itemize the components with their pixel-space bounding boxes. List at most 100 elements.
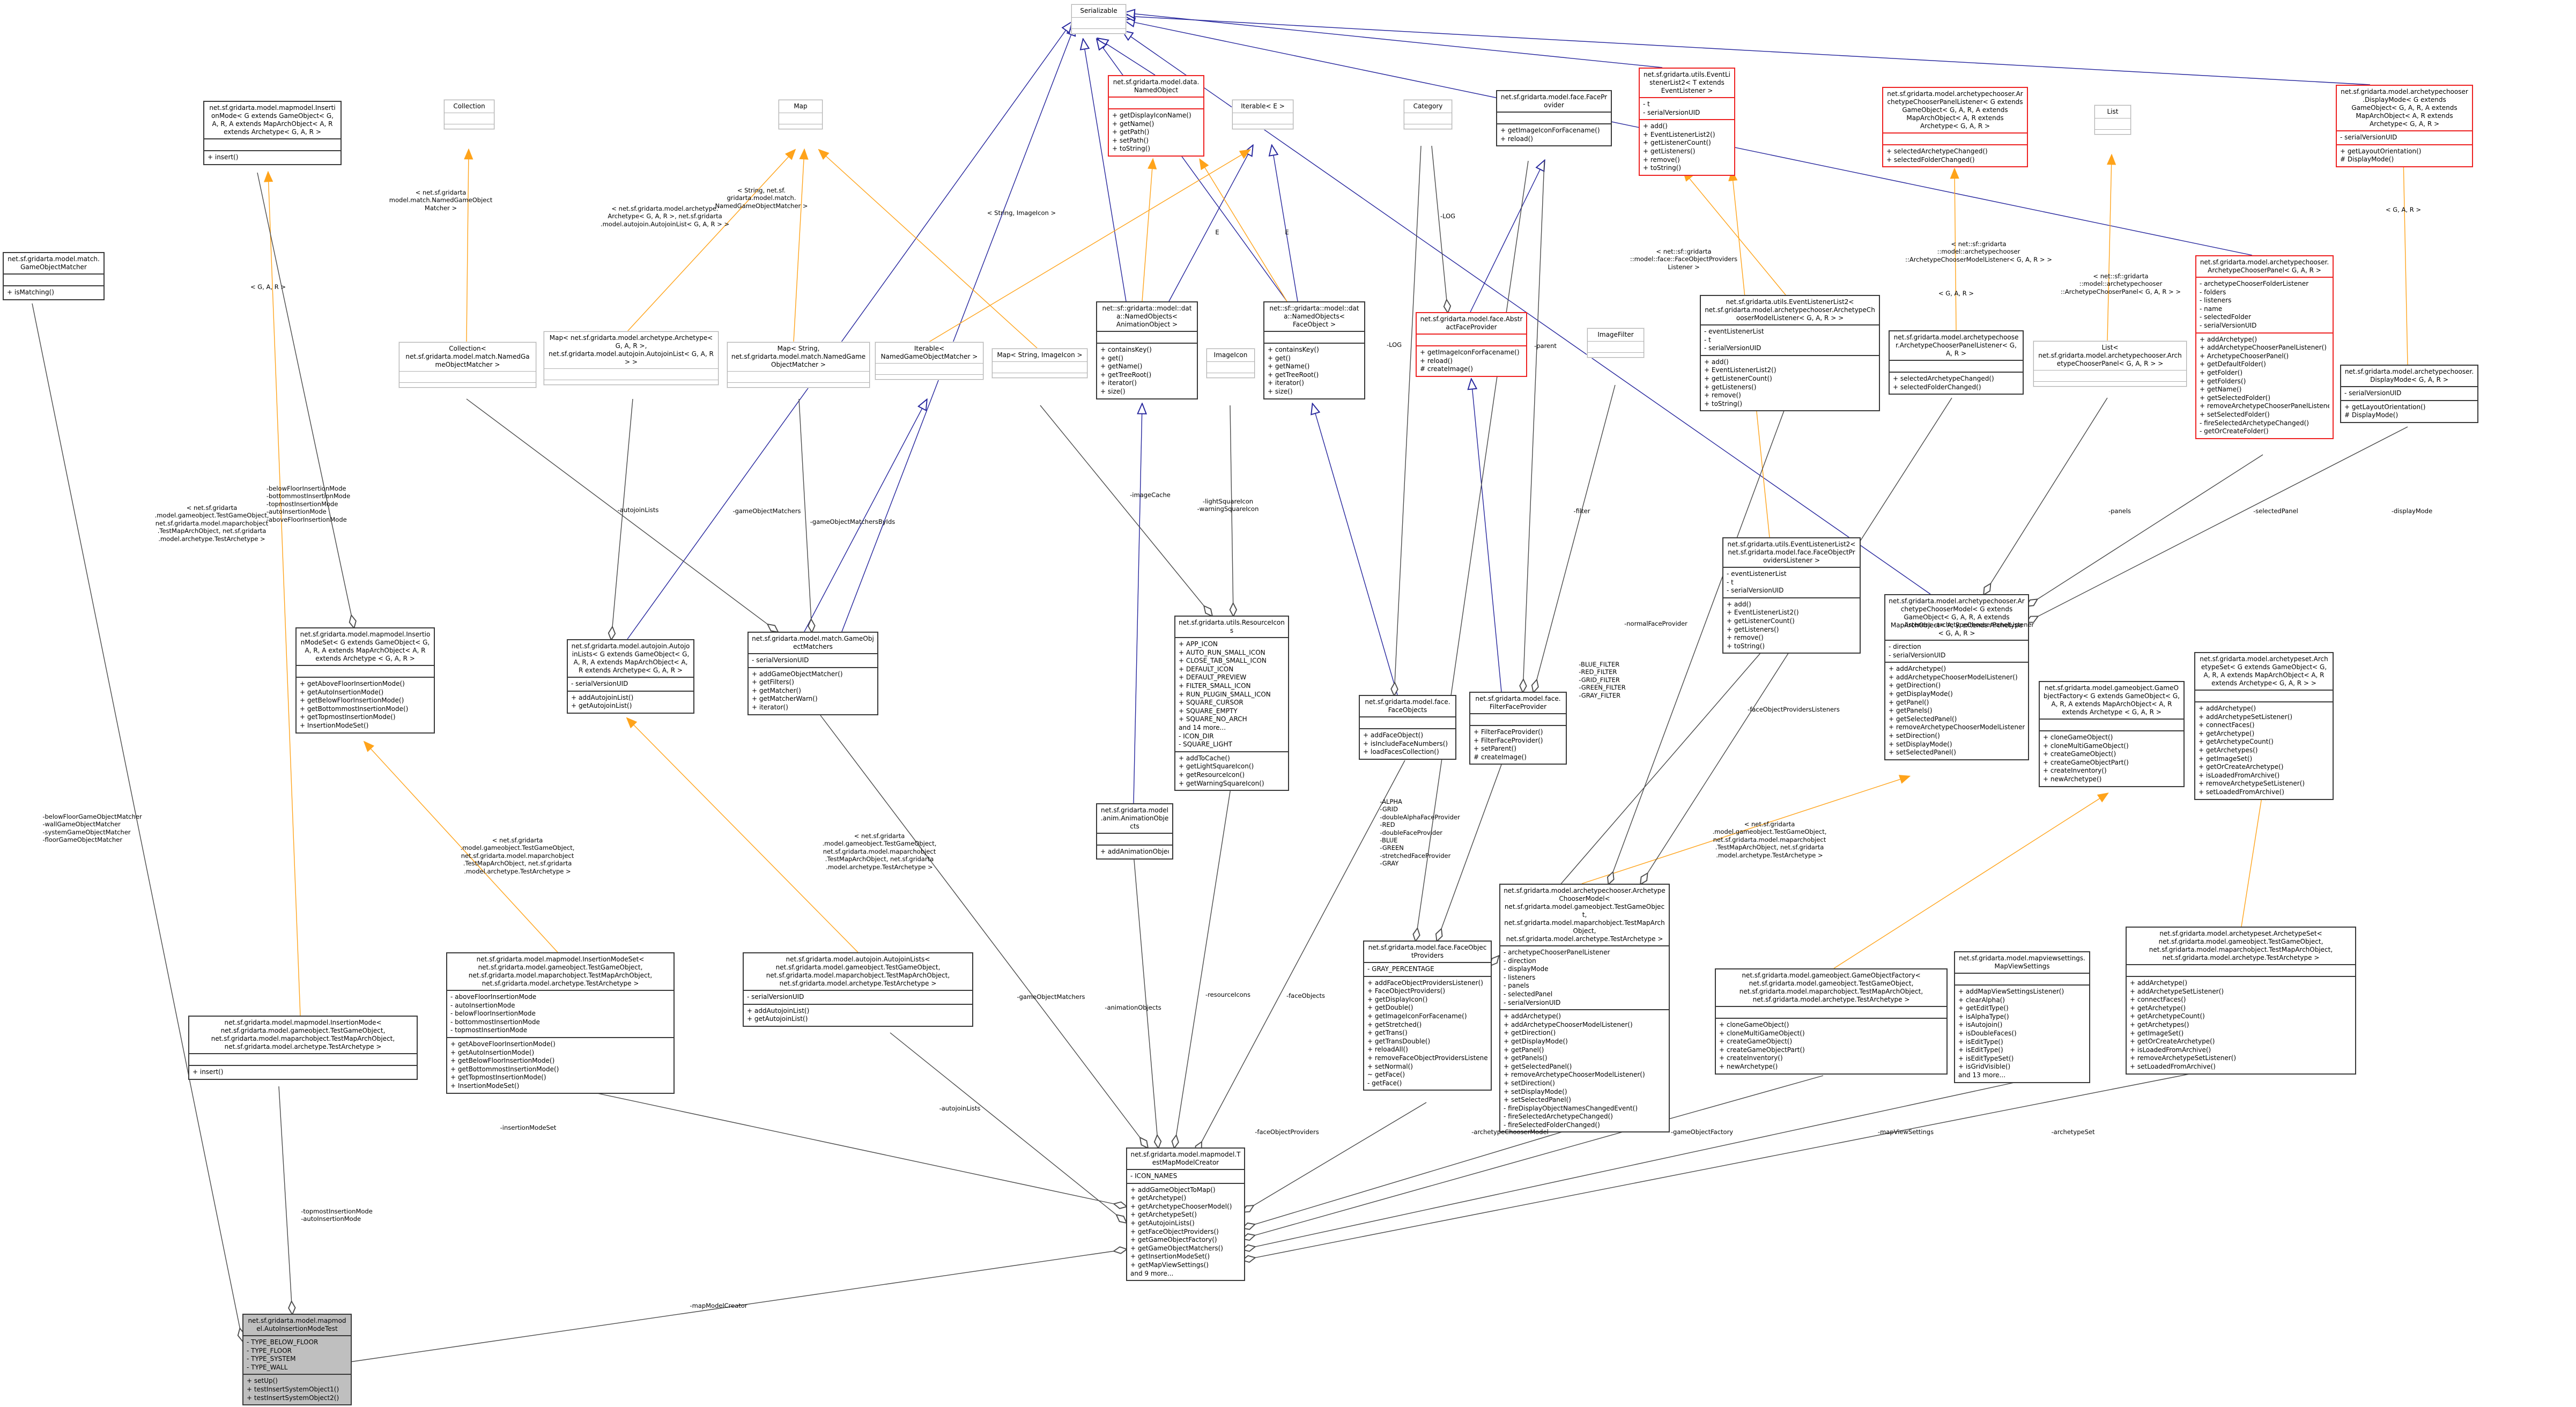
- class-gameObjectMatchers[interactable]: net.sf.gridarta.model.match.GameObjectMa…: [747, 632, 878, 715]
- assoc-edge: [1984, 397, 2108, 594]
- class-mapStringNGOM[interactable]: Map< String, net.sf.gridarta.model.match…: [727, 342, 870, 388]
- class-namedObjectsFace[interactable]: net::sf::gridarta::model::data::NamedObj…: [1263, 301, 1365, 399]
- attribute: - t: [1727, 578, 1734, 586]
- method: + addToCache(): [1179, 754, 1230, 762]
- class-insertionModeSetG[interactable]: net.sf.gridarta.model.mapmodel.Insertion…: [295, 627, 435, 734]
- class-archetypeChooserModelG[interactable]: net.sf.gridarta.model.archetypechooser.A…: [1884, 594, 2029, 760]
- class-eventListenerList2[interactable]: net.sf.gridarta.utils.EventListenerList2…: [1639, 68, 1735, 176]
- class-namedObject[interactable]: net.sf.gridarta.model.data.NamedObject+ …: [1108, 75, 1204, 157]
- class-category[interactable]: Category: [1404, 100, 1452, 129]
- class-map[interactable]: Map: [779, 100, 823, 129]
- class-acplGAR[interactable]: net.sf.gridarta.model.archetypechooser.A…: [1889, 330, 2024, 395]
- template-edge: [819, 150, 1038, 349]
- class-faceProvider[interactable]: net.sf.gridarta.model.face.FaceProvider+…: [1496, 90, 1612, 147]
- method: + setDisplayMode(): [1504, 1087, 1567, 1095]
- class-filterFaceProvider[interactable]: net.sf.gridarta.model.face.FilterFacePro…: [1469, 692, 1567, 765]
- class-methods: [2095, 129, 2130, 134]
- method: + getBelowFloorInsertionMode(): [300, 697, 404, 705]
- method: + getOrCreateArchetype(): [2130, 1038, 2215, 1046]
- attribute: - serialVersionUID: [571, 680, 628, 687]
- class-eventListenerListFOPL[interactable]: net.sf.gridarta.utils.EventListenerList2…: [1722, 537, 1861, 654]
- class-abstractFaceProvider[interactable]: net.sf.gridarta.model.face.AbstractFaceP…: [1416, 312, 1527, 377]
- edge-label: -BLUE_FILTER -RED_FILTER -GRID_FILTER -G…: [1579, 661, 1626, 699]
- class-mapViewSettings[interactable]: net.sf.gridarta.model.mapviewsettings.Ma…: [1954, 951, 2090, 1083]
- class-archetypeChooserPanel[interactable]: net.sf.gridarta.model.archetypechooser.A…: [2195, 255, 2334, 439]
- class-imageFilter[interactable]: ImageFilter: [1587, 328, 1644, 358]
- class-namedObjectsAnim[interactable]: net::sf::gridarta::model::data::NamedObj…: [1096, 301, 1198, 399]
- method: + cloneMultiGameObject(): [1719, 1029, 1805, 1037]
- attribute: - direction: [1889, 643, 1921, 650]
- method: + selectedFolderChanged(): [1886, 155, 1975, 164]
- method: + addAutojoinList(): [571, 693, 634, 701]
- class-animationObjects[interactable]: net.sf.gridarta.model.anim.AnimationObje…: [1096, 803, 1173, 860]
- method: + setSelectedPanel(): [1889, 749, 1956, 757]
- method: + EventListenerList2(): [1727, 609, 1799, 617]
- class-gameObjectFactoryG[interactable]: net.sf.gridarta.model.gameobject.GameObj…: [2039, 681, 2185, 787]
- class-resourceIcons[interactable]: net.sf.gridarta.utils.ResourceIcons+ APP…: [1174, 616, 1289, 791]
- method: + getWarningSquareIcon(): [1179, 779, 1264, 787]
- edge-label: -panels: [2108, 507, 2131, 515]
- class-collectionNGOM[interactable]: Collection< net.sf.gridarta.model.match.…: [399, 342, 536, 388]
- class-gameObjectFactoryImpl[interactable]: net.sf.gridarta.model.gameobject.GameObj…: [1715, 968, 1948, 1075]
- class-displayModeGAR[interactable]: net.sf.gridarta.model.archetypechooser.D…: [2340, 365, 2478, 423]
- class-testMapModelCreator[interactable]: net.sf.gridarta.model.mapmodel.TestMapMo…: [1126, 1147, 1245, 1282]
- class-mapStringImageIcon[interactable]: Map< String, ImageIcon >: [992, 349, 1087, 378]
- method: + createGameObjectPart(): [1719, 1046, 1805, 1054]
- class-title: net.sf.gridarta.model.archetypechooser.A…: [1893, 334, 2019, 357]
- class-insertionModeSetImpl[interactable]: net.sf.gridarta.model.mapmodel.Insertion…: [446, 952, 675, 1094]
- method: + getAutoInsertionMode(): [450, 1048, 535, 1056]
- method: + getDisplayIcon(): [1367, 995, 1428, 1003]
- class-attributes: [1470, 713, 1566, 725]
- class-attributes: [297, 665, 434, 677]
- class-insertionModeG[interactable]: net.sf.gridarta.model.mapmodel.Insertion…: [203, 101, 342, 165]
- class-attributes: - archetypeChooserPanelListener- directi…: [1500, 945, 1669, 1009]
- method: + getListeners(): [1704, 383, 1757, 391]
- class-title: net.sf.gridarta.model.archetypechooser.D…: [2341, 88, 2468, 128]
- class-imageIcon[interactable]: ImageIcon: [1206, 349, 1255, 378]
- class-methods: + cloneGameObject()+ cloneMultiGameObjec…: [2040, 730, 2183, 786]
- assoc-edge: [1040, 405, 1212, 616]
- edge-label: -resourceIcons: [1205, 991, 1250, 998]
- class-acplG[interactable]: net.sf.gridarta.model.archetypechooser.A…: [1882, 87, 2028, 168]
- class-displayModeG[interactable]: net.sf.gridarta.model.archetypechooser.D…: [2336, 85, 2473, 167]
- class-archetypeChooserModelImpl[interactable]: net.sf.gridarta.model.archetypechooser.A…: [1499, 884, 1670, 1133]
- assoc-edge: [1431, 145, 1448, 312]
- class-mapArchAutojoin[interactable]: Map< net.sf.gridarta.model.archetype.Arc…: [544, 331, 719, 385]
- class-archetypeSetImpl[interactable]: net.sf.gridarta.model.archetypeset.Arche…: [2126, 927, 2356, 1075]
- class-iterableE[interactable]: Iterable< E >: [1232, 100, 1293, 129]
- class-attributes: - serialVersionUID: [749, 653, 877, 667]
- method: + remove(): [1727, 634, 1764, 642]
- class-faceObjects[interactable]: net.sf.gridarta.model.face.FaceObjects+ …: [1359, 695, 1456, 760]
- class-methods: + addArchetype()+ addArchetypeChooserPan…: [2196, 332, 2333, 438]
- class-autoInsertionModeTest[interactable]: net.sf.gridarta.model.mapmodel.AutoInser…: [242, 1314, 352, 1406]
- class-collection[interactable]: Collection: [444, 100, 494, 129]
- class-listACP[interactable]: List< net.sf.gridarta.model.archetypecho…: [2033, 341, 2187, 387]
- class-autojoinListsImpl[interactable]: net.sf.gridarta.model.autojoin.AutojoinL…: [743, 952, 973, 1027]
- method: + getDefaultFolder(): [2200, 360, 2266, 368]
- class-autojoinListsG[interactable]: net.sf.gridarta.model.autojoin.AutojoinL…: [567, 639, 694, 714]
- edge-label: -displayMode: [2391, 507, 2433, 515]
- class-title: net.sf.gridarta.model.mapmodel.Insertion…: [211, 1019, 395, 1050]
- class-eventListenerListACML[interactable]: net.sf.gridarta.utils.EventListenerList2…: [1700, 295, 1880, 412]
- class-title: net.sf.gridarta.model.gameobject.GameObj…: [2044, 684, 2180, 716]
- class-faceObjectProviders[interactable]: net.sf.gridarta.model.face.FaceObjectPro…: [1363, 941, 1492, 1091]
- class-gameObjectMatcher[interactable]: net.sf.gridarta.model.match.GameObjectMa…: [3, 252, 105, 300]
- class-serializable[interactable]: Serializable: [1071, 4, 1126, 34]
- method: + getArchetypeCount(): [2130, 1012, 2205, 1020]
- class-title: List< net.sf.gridarta.model.archetypecho…: [2038, 344, 2182, 367]
- method: + connectFaces(): [2199, 721, 2255, 729]
- class-iterableNGOM[interactable]: Iterable< NamedGameObjectMatcher >: [875, 342, 983, 380]
- method: + getDirection(): [1504, 1029, 1556, 1037]
- method: + selectedArchetypeChanged(): [1893, 375, 1994, 382]
- class-methods: + selectedArchetypeChanged()+ selectedFo…: [1883, 144, 2027, 166]
- class-listBox[interactable]: List: [2094, 105, 2131, 135]
- attribute: - serialVersionUID: [2340, 134, 2397, 141]
- assoc-edge: [890, 1032, 1126, 1223]
- class-methods: + getAboveFloorInsertionMode()+ getAutoI…: [297, 677, 434, 732]
- assoc-edge: [611, 398, 633, 639]
- class-insertionModeImpl[interactable]: net.sf.gridarta.model.mapmodel.Insertion…: [188, 1016, 418, 1080]
- edge-label: < G, A, R >: [250, 283, 286, 291]
- class-title: Map: [794, 102, 808, 110]
- class-archetypeSetG[interactable]: net.sf.gridarta.model.archetypeset.Arche…: [2194, 652, 2334, 800]
- class-title: net.sf.gridarta.model.face.FaceObjects: [1365, 698, 1450, 714]
